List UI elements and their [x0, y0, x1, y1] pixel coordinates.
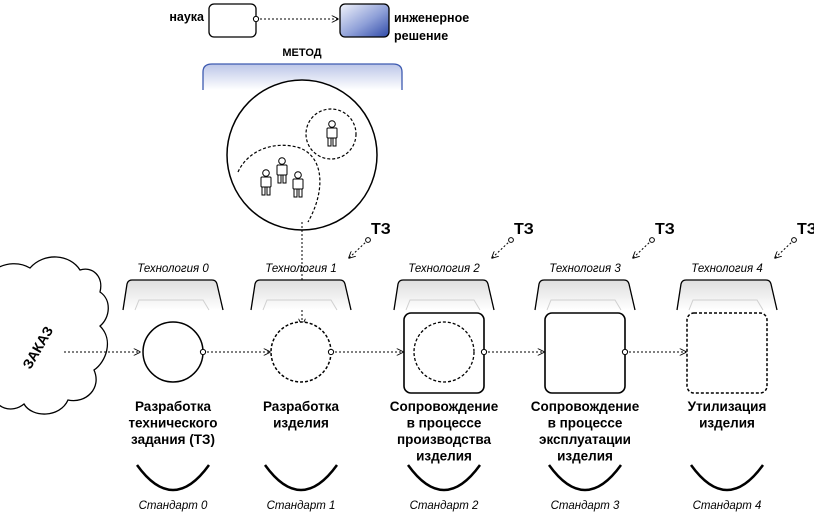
- standard-arc-1: [263, 464, 339, 492]
- standard-label-4: Стандарт 4: [693, 500, 762, 512]
- technology-label-1: Технология 1: [265, 263, 336, 275]
- stage-title-line: изделия: [416, 449, 472, 464]
- spec-label-1: ТЗ: [371, 221, 391, 238]
- spec-label-2: ТЗ: [514, 221, 534, 238]
- standard-arc-2: [406, 464, 482, 492]
- stage-inner-circle-2: [413, 321, 475, 383]
- stage-title-line: в процессе: [407, 416, 482, 431]
- engineering-box: [339, 3, 390, 38]
- spec-arrow-3: [633, 239, 653, 258]
- stage-2: Технология 2 Сопровождение в процессепроиз…: [390, 221, 544, 512]
- standard-arc-4: [689, 464, 765, 492]
- stage-shape-0: [142, 321, 204, 383]
- stage-title-line: изделия: [273, 416, 329, 431]
- stage-title-line: технического: [128, 416, 217, 431]
- spec-label-4: ТЗ: [797, 221, 814, 238]
- technology-shape-2: [394, 280, 494, 310]
- technology-label-0: Технология 0: [137, 263, 209, 275]
- spec-arrow-1: [349, 239, 369, 258]
- technology-label-3: Технология 3: [549, 263, 621, 275]
- stage-title-line: эксплуатации: [539, 432, 631, 447]
- science-label: наука: [169, 10, 205, 24]
- stage-title-line: Разработка: [263, 399, 340, 414]
- stage-0: Технология 0 Разработка техническогозадани…: [122, 263, 270, 512]
- engineering-label-line2: решение: [394, 29, 448, 43]
- technology-label-2: Технология 2: [408, 263, 480, 275]
- stage-title-line: производства: [397, 432, 491, 447]
- technology-shape-3: [535, 280, 635, 310]
- stage-title-line: в процессе: [548, 416, 623, 431]
- stage-3: Технология 3 Сопровождение в процессеэкспл…: [531, 221, 686, 512]
- method-label: МЕТОД: [282, 47, 321, 59]
- stage-title-line: Разработка: [135, 399, 212, 414]
- method-circle: [226, 79, 378, 231]
- method-bracket: [202, 63, 403, 90]
- standard-label-0: Стандарт 0: [139, 500, 208, 512]
- standard-arc-0: [135, 464, 211, 492]
- standard-arc-3: [547, 464, 623, 492]
- technology-shape-4: [677, 280, 777, 310]
- spec-arrow-2: [492, 239, 512, 258]
- stage-title-line: изделия: [557, 449, 613, 464]
- stage-title-line: Сопровождение: [390, 399, 499, 414]
- standard-label-2: Стандарт 2: [410, 500, 479, 512]
- team-boundary: [237, 144, 321, 223]
- stage-title-line: Утилизация: [688, 399, 767, 414]
- technology-label-4: Технология 4: [691, 263, 762, 275]
- stages-layer: Технология 0 Разработка техническогозадани…: [122, 221, 814, 512]
- science-box: [208, 3, 257, 38]
- technology-shape-0: [123, 280, 223, 310]
- stage-shape-4: [686, 312, 768, 394]
- stage-title-line: задания (ТЗ): [131, 432, 215, 447]
- spec-arrow-4: [775, 239, 795, 258]
- stage-shape-1: [270, 321, 332, 383]
- standard-label-1: Стандарт 1: [267, 500, 336, 512]
- standard-label-3: Стандарт 3: [551, 500, 620, 512]
- stage-shape-3: [544, 312, 626, 394]
- stage-title-line: изделия: [699, 416, 755, 431]
- stage-title-line: Сопровождение: [531, 399, 640, 414]
- engineering-label-line1: инженерное: [394, 11, 469, 25]
- technology-shape-1: [251, 280, 351, 310]
- spec-label-3: ТЗ: [655, 221, 675, 238]
- order-cloud: [0, 256, 109, 415]
